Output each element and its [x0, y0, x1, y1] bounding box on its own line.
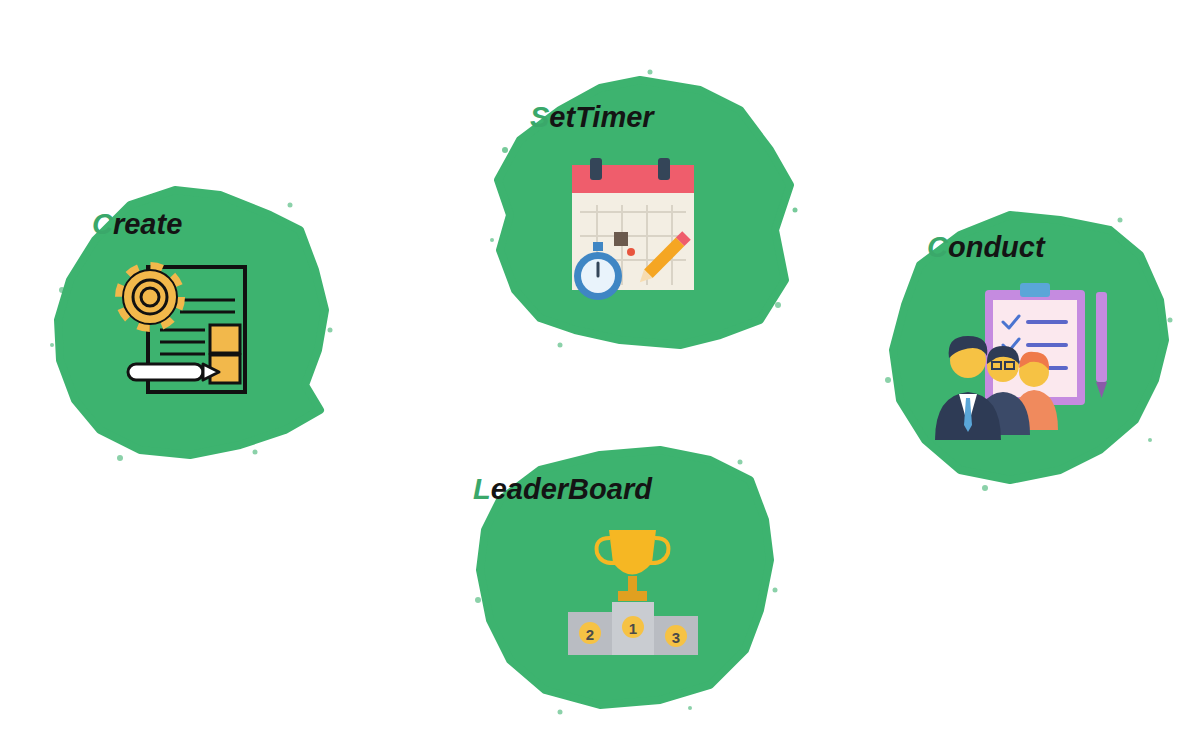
pencil-icon [128, 364, 219, 380]
calendar-icon-part-part [580, 211, 686, 213]
splash-set-timer-part [775, 302, 781, 308]
people-icon-part [1005, 362, 1014, 369]
podium-number: 1 [629, 621, 637, 636]
splash-create-part [58, 190, 325, 455]
node-label: Create [92, 207, 182, 242]
stopwatch-icon-part [597, 263, 600, 276]
calendar-icon-part [590, 158, 602, 180]
gear-icon [120, 267, 180, 327]
document-icon-part [160, 353, 205, 356]
podium-icon-part [579, 622, 601, 644]
splash-node: LeaderBoard [465, 470, 775, 715]
splash-node: Conduct [890, 228, 1175, 493]
gear-icon-part [123, 270, 177, 324]
splash-conduct-part [885, 377, 891, 383]
splash-conduct-part [982, 485, 988, 491]
node-label: LeaderBoard [473, 472, 652, 507]
calendar-icon-part [658, 158, 670, 180]
document-icon-part [180, 311, 235, 314]
podium-icon-part [612, 602, 654, 655]
pencil-icon [636, 231, 691, 286]
pencil-icon-part [676, 231, 691, 246]
podium-icon-part [665, 625, 687, 647]
splash-create-part [59, 287, 65, 293]
trophy-icon [597, 530, 669, 601]
pencil-icon-part [644, 238, 684, 278]
people-icon-part [949, 336, 988, 358]
splash-set-timer-part [502, 147, 508, 153]
splash-conduct-part [1118, 218, 1123, 223]
document-icon-part [160, 329, 205, 332]
pencil-icon-part [128, 364, 203, 380]
podium-number: 2 [586, 627, 594, 642]
podium-icon [568, 602, 698, 655]
splash-create-part [50, 343, 54, 347]
splash-leaderboard-part [475, 597, 481, 603]
podium-icon-part [568, 612, 612, 655]
splash-node: SetTimer [495, 95, 795, 355]
splash-leaderboard-part [688, 706, 692, 710]
splash-leaderboard-part [738, 460, 743, 465]
splash-create-part [253, 450, 258, 455]
pen-icon-part [1096, 382, 1107, 398]
pencil-icon-part [636, 269, 653, 286]
pencil-icon-part [203, 364, 219, 380]
stopwatch-icon-part [574, 252, 622, 300]
clipboard-icon-part-part [1028, 320, 1066, 324]
splash-set-timer-part [793, 208, 798, 213]
people-icon-part [935, 392, 1001, 440]
calendar-icon-part-part [580, 235, 686, 237]
people-icon-part [992, 362, 1001, 369]
gear-icon-part [120, 267, 180, 327]
stopwatch-icon-part [581, 259, 615, 293]
splash-set-timer-part [648, 70, 653, 75]
trophy-icon-part [609, 530, 656, 575]
people-icon-part [964, 398, 972, 432]
podium-icon-part [654, 616, 698, 655]
stopwatch-icon-part [593, 242, 603, 251]
clipboard-icon-part-part [1028, 343, 1066, 347]
gear-icon-part [141, 288, 159, 306]
calendar-icon-part [627, 248, 635, 256]
splash-create-part [328, 328, 333, 333]
splash-create-part [288, 203, 293, 208]
splash-set-timer-part [490, 238, 494, 242]
splash-create [50, 190, 333, 461]
stopwatch-icon [574, 242, 622, 300]
splash-conduct-part [893, 215, 1165, 480]
splash-conduct-part [1168, 318, 1173, 323]
splash-leaderboard-part [558, 710, 563, 715]
node-label: Conduct [927, 230, 1045, 265]
people-icon-part [1019, 352, 1049, 370]
trophy-icon-part [628, 576, 637, 592]
document-icon-part [210, 325, 240, 353]
pen-icon-part [1096, 292, 1107, 382]
splash-set-timer-part [558, 343, 563, 348]
node-label: SetTimer [530, 100, 654, 135]
clipboard-icon-part-part [1003, 316, 1019, 328]
podium-icon-part [622, 616, 644, 638]
splash-conduct [885, 215, 1173, 491]
splash-leaderboard-part [773, 588, 778, 593]
splash-node: Create [55, 205, 330, 465]
trophy-icon-part [618, 591, 647, 601]
calendar-icon-part [614, 232, 628, 246]
podium-number: 3 [672, 630, 680, 645]
splash-create-part [117, 455, 123, 461]
people-icon [935, 336, 1058, 440]
document-icon-part [160, 341, 205, 344]
pen-icon [1096, 292, 1107, 398]
gear-icon-part [133, 280, 167, 314]
clipboard-icon [985, 283, 1085, 405]
splash-set-timer-part [498, 80, 790, 345]
clipboard-icon-part [1020, 283, 1050, 297]
splash-conduct-part [1148, 438, 1152, 442]
clipboard-icon-part [985, 290, 1085, 405]
splash-set-timer [490, 70, 798, 348]
